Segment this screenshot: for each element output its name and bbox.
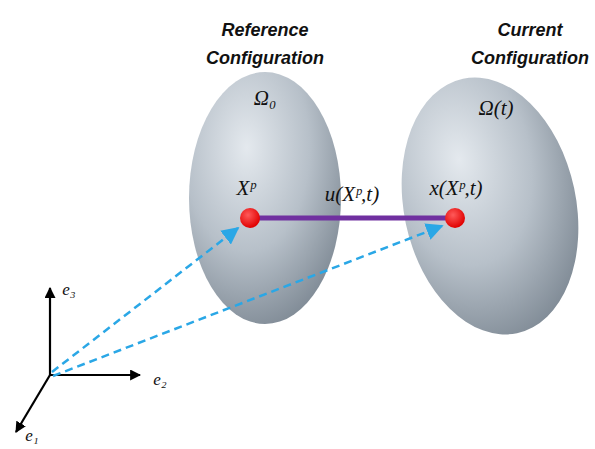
configuration-title: Reference Configuration: [180, 16, 350, 72]
body-shape: [189, 72, 341, 324]
axis-e2: [50, 374, 140, 376]
axis-e3: [49, 288, 51, 375]
point-label: Xᵖ: [237, 176, 256, 200]
domain-label: Ω(t): [466, 96, 526, 120]
material-point: [240, 208, 260, 228]
axis-e1: [16, 375, 50, 432]
material-point: [445, 208, 465, 228]
axis-label: e₃: [62, 280, 75, 300]
body-shape: [392, 61, 595, 342]
point-label: x(Xᵖ,t): [429, 176, 482, 200]
axis-label: e₂: [153, 370, 166, 390]
reference-position-vector: [52, 228, 238, 372]
current-position-vector: [53, 226, 442, 376]
axis-label: e₁: [25, 426, 38, 446]
domain-label: Ω₀: [235, 86, 295, 110]
body-configuration: Current ConfigurationΩ(t): [392, 6, 595, 342]
displacement-label: u(Xᵖ,t): [325, 182, 379, 206]
position-vectors: [52, 226, 442, 376]
coordinate-axes: [16, 288, 140, 432]
body-configuration: Reference ConfigurationΩ₀: [175, 6, 355, 332]
configuration-title: Current Configuration: [440, 16, 595, 72]
displacement-vector: [250, 216, 455, 221]
